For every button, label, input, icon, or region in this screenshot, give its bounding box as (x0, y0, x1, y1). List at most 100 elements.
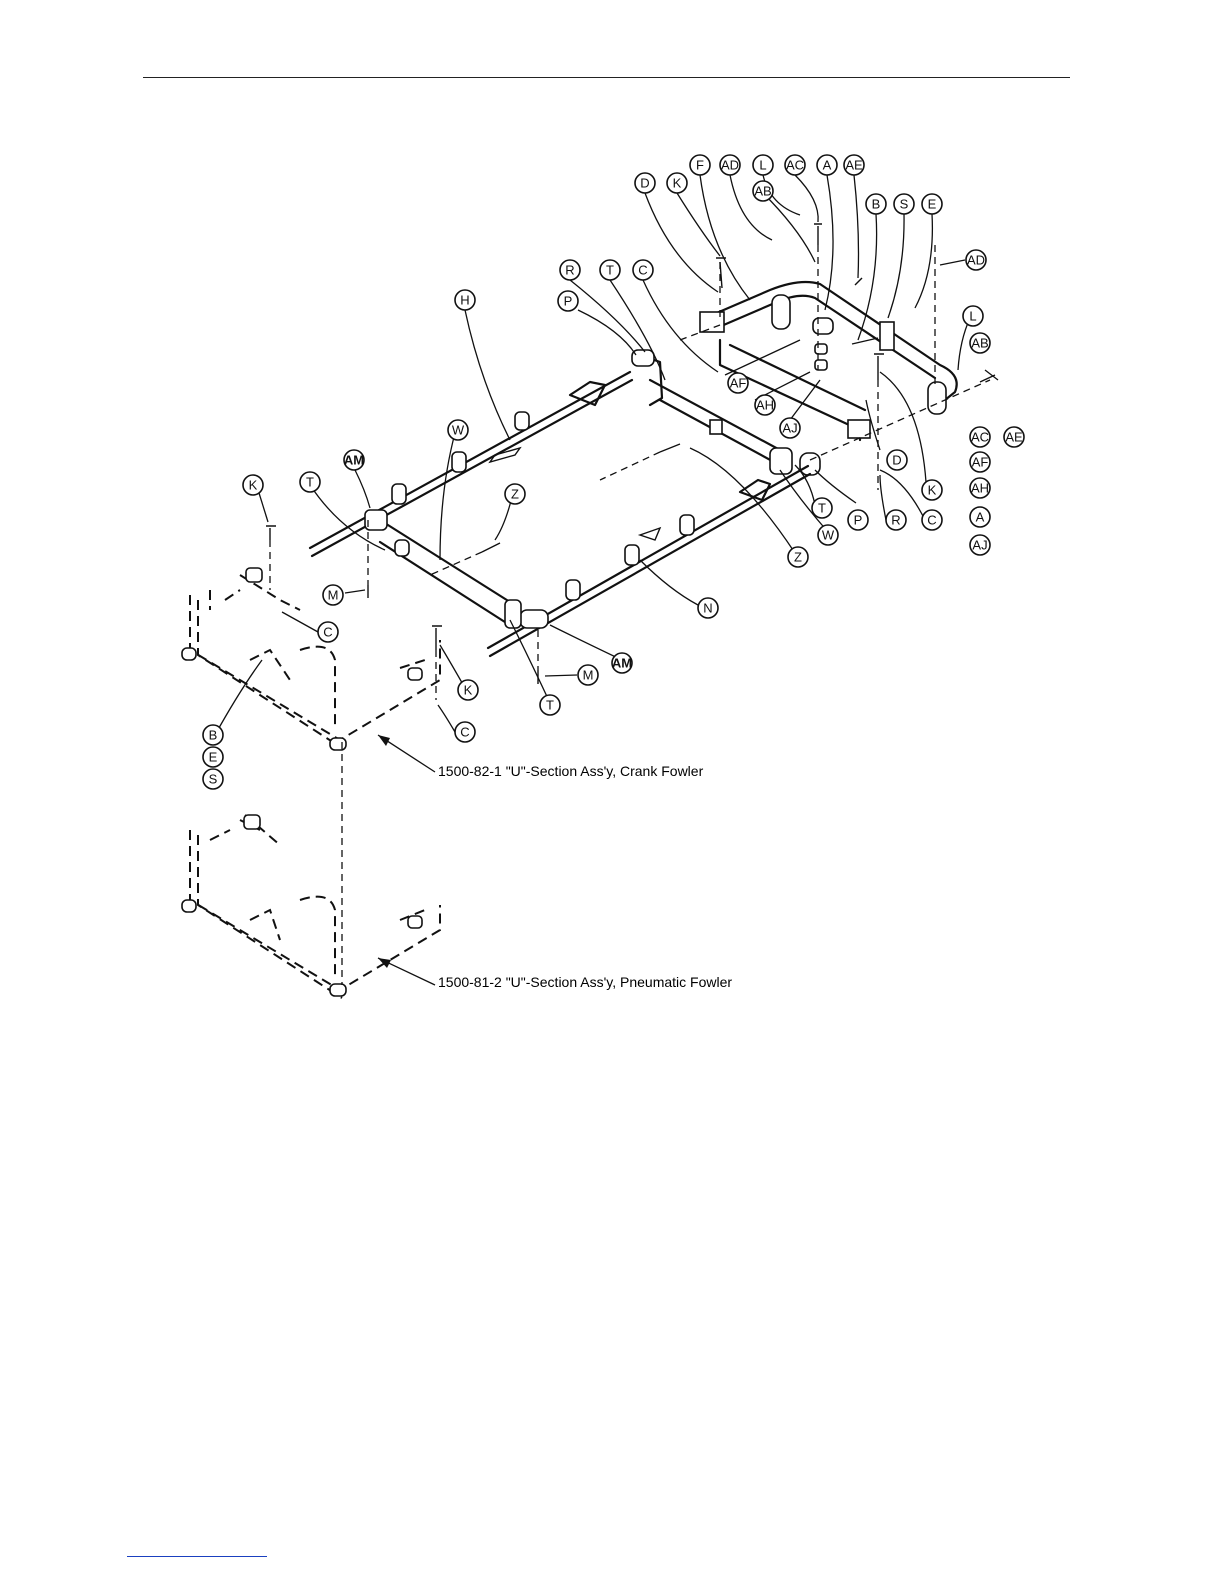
callout-AE: AE (844, 155, 864, 175)
callout-D: D (887, 450, 907, 470)
callout-C: C (455, 722, 475, 742)
svg-text:E: E (209, 750, 218, 765)
svg-text:M: M (328, 588, 339, 603)
svg-text:C: C (638, 263, 647, 278)
callout-S: S (894, 194, 914, 214)
svg-text:D: D (640, 176, 649, 191)
svg-text:L: L (759, 158, 766, 173)
callout-E: E (922, 194, 942, 214)
callout-AE: AE (1004, 427, 1024, 447)
svg-text:E: E (928, 197, 937, 212)
svg-text:S: S (209, 772, 218, 787)
callout-W: W (448, 420, 468, 440)
callout-AC: AC (785, 155, 805, 175)
callout-K: K (667, 173, 687, 193)
svg-text:L: L (969, 309, 976, 324)
svg-text:AH: AH (971, 481, 989, 496)
footer-rule (127, 1556, 267, 1557)
svg-text:T: T (606, 263, 614, 278)
svg-text:AH: AH (756, 398, 774, 413)
callout-M: M (323, 585, 343, 605)
callout-R: R (886, 510, 906, 530)
svg-text:F: F (696, 158, 704, 173)
svg-text:C: C (927, 513, 936, 528)
callout-S: S (203, 769, 223, 789)
callout-AH: AH (755, 395, 775, 415)
svg-text:AD: AD (967, 253, 985, 268)
callout-Z: Z (505, 484, 525, 504)
svg-text:C: C (323, 625, 332, 640)
callout-AJ: AJ (780, 418, 800, 438)
svg-text:Z: Z (511, 487, 519, 502)
callout-E: E (203, 747, 223, 767)
svg-text:AC: AC (971, 430, 989, 445)
callout-AC: AC (970, 427, 990, 447)
svg-text:R: R (565, 263, 574, 278)
svg-text:W: W (452, 423, 465, 438)
callout-K: K (458, 680, 478, 700)
svg-text:T: T (306, 475, 314, 490)
callout-AF: AF (970, 452, 990, 472)
svg-text:M: M (583, 668, 594, 683)
callout-T: T (600, 260, 620, 280)
callout-L: L (963, 306, 983, 326)
leader-lines (215, 175, 998, 735)
svg-text:A: A (823, 158, 832, 173)
svg-text:P: P (564, 294, 573, 309)
callout-AM: AM (612, 653, 632, 673)
svg-text:T: T (818, 501, 826, 516)
svg-text:N: N (703, 601, 712, 616)
callout-AJ: AJ (970, 535, 990, 555)
svg-text:P: P (854, 513, 863, 528)
svg-text:AJ: AJ (782, 421, 797, 436)
svg-text:R: R (891, 513, 900, 528)
callout-P: P (558, 291, 578, 311)
frame-assembly-drawing (266, 224, 995, 684)
svg-text:K: K (673, 176, 682, 191)
callout-C: C (922, 510, 942, 530)
callout-AB: AB (970, 333, 990, 353)
callout-AB: AB (753, 181, 773, 201)
svg-text:K: K (928, 483, 937, 498)
callout-B: B (203, 725, 223, 745)
crank-caption-arrowhead (378, 735, 390, 746)
callout-AM: AM (344, 450, 364, 470)
svg-text:H: H (460, 293, 469, 308)
callout-T: T (300, 472, 320, 492)
svg-text:AE: AE (1005, 430, 1023, 445)
svg-text:AE: AE (845, 158, 863, 173)
callout-M: M (578, 665, 598, 685)
svg-text:B: B (872, 197, 881, 212)
u-section-crank-drawing (182, 568, 440, 750)
callout-L: L (753, 155, 773, 175)
callout-D: D (635, 173, 655, 193)
callout-A: A (817, 155, 837, 175)
svg-text:C: C (460, 725, 469, 740)
alignment-lines (270, 245, 990, 985)
callout-N: N (698, 598, 718, 618)
svg-text:AM: AM (344, 453, 364, 468)
svg-text:AD: AD (721, 158, 739, 173)
caption-pneumatic-fowler: 1500-81-2 "U"-Section Ass'y, Pneumatic F… (438, 974, 732, 990)
u-section-pneumatic-drawing (182, 815, 440, 998)
callout-B: B (866, 194, 886, 214)
svg-text:B: B (209, 728, 218, 743)
callout-C: C (318, 622, 338, 642)
svg-text:Z: Z (794, 550, 802, 565)
callout-AD: AD (966, 250, 986, 270)
callout-H: H (455, 290, 475, 310)
svg-text:D: D (892, 453, 901, 468)
callout-AD: AD (720, 155, 740, 175)
callout-W: W (818, 525, 838, 545)
callout-Z: Z (788, 547, 808, 567)
svg-text:AJ: AJ (972, 538, 987, 553)
svg-text:S: S (900, 197, 909, 212)
svg-text:AB: AB (754, 184, 771, 199)
caption-crank-fowler: 1500-82-1 "U"-Section Ass'y, Crank Fowle… (438, 763, 704, 779)
callout-R: R (560, 260, 580, 280)
callout-F: F (690, 155, 710, 175)
svg-text:T: T (546, 698, 554, 713)
svg-text:AB: AB (971, 336, 988, 351)
callout-A: A (970, 507, 990, 527)
